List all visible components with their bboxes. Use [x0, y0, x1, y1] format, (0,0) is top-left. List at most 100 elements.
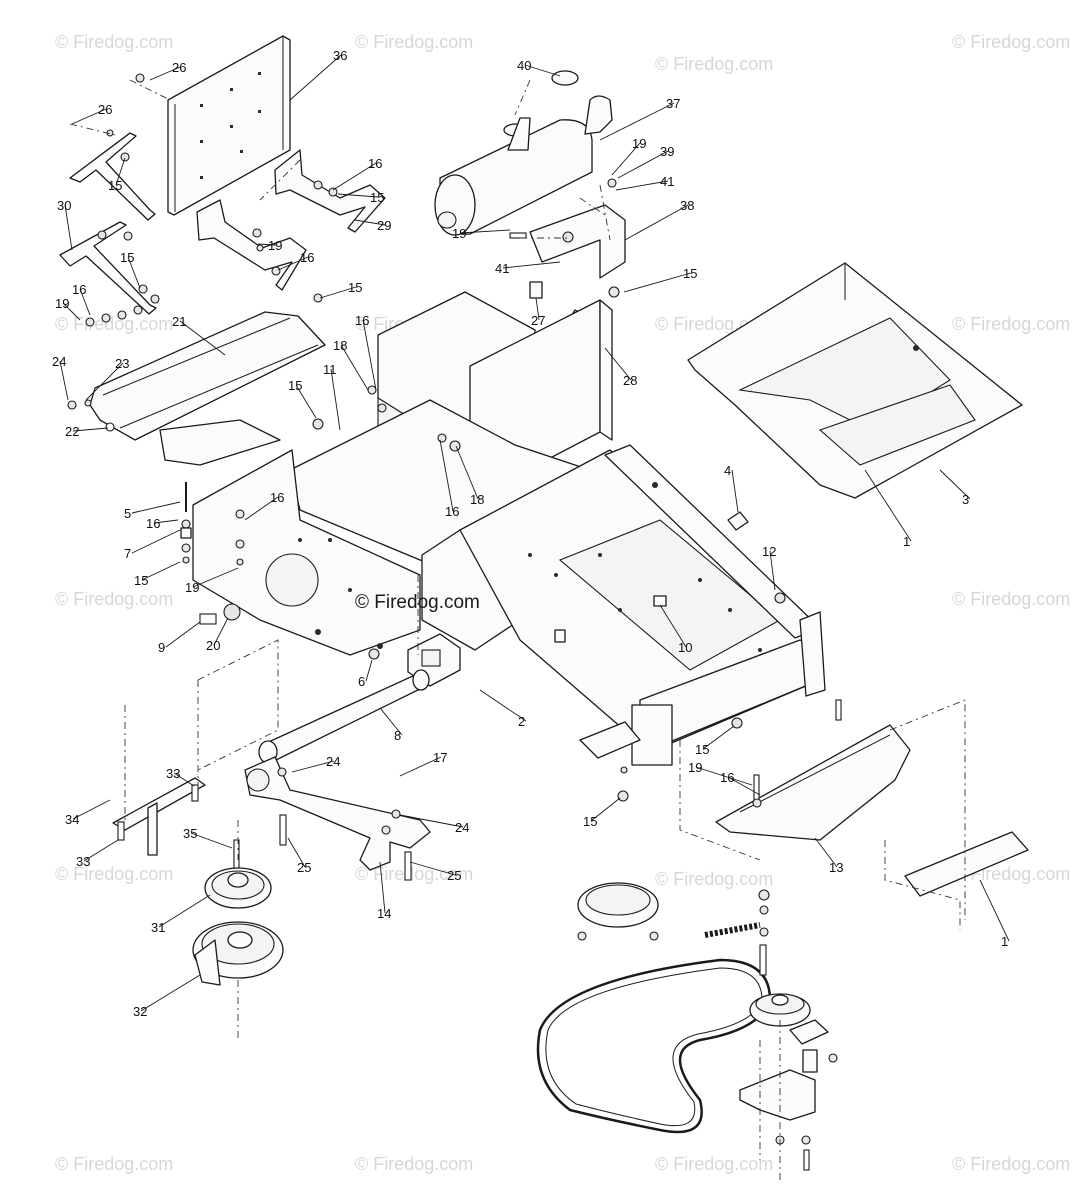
watermark-text: © Firedog.com — [655, 1154, 773, 1174]
leader-line — [590, 797, 621, 822]
leader-line — [979, 879, 1010, 942]
leader-line — [502, 261, 561, 269]
leader-line — [79, 288, 91, 316]
leader-line — [190, 832, 233, 849]
leader-line — [524, 64, 561, 77]
callout-label-c7: 7 — [124, 546, 131, 561]
panel-21 — [67, 311, 326, 441]
watermark-text: © Firedog.com — [952, 589, 1070, 609]
leader-line — [604, 347, 632, 381]
watermark-text: © Firedog.com — [55, 589, 173, 609]
leader-line — [277, 256, 309, 271]
callout-label-c41b: 41 — [495, 261, 509, 276]
callout-label-c37: 37 — [666, 96, 680, 111]
leader-line — [409, 861, 456, 876]
callout-label-c15c: 15 — [120, 250, 134, 265]
tensioner-assembly — [704, 889, 838, 1171]
callout-label-c13: 13 — [829, 860, 843, 875]
leader-line — [295, 384, 317, 419]
callout-label-c21: 21 — [172, 314, 186, 329]
callout-label-c16h: 16 — [720, 770, 734, 785]
callout-label-c4: 4 — [724, 463, 731, 478]
callout-label-c26b: 26 — [98, 102, 112, 117]
callout-label-c40: 40 — [517, 58, 531, 73]
leader-line — [864, 469, 912, 542]
leader-line — [289, 54, 342, 101]
leader-line — [695, 766, 753, 786]
leader-line — [72, 799, 111, 820]
callout-label-c16e: 16 — [445, 504, 459, 519]
callout-label-c19d: 19 — [452, 226, 466, 241]
callout-label-c33b: 33 — [76, 854, 90, 869]
callout-label-c9: 9 — [158, 640, 165, 655]
callout-label-c25b: 25 — [447, 868, 461, 883]
watermark-text: © Firedog.com — [355, 1154, 473, 1174]
callout-label-c19a: 19 — [268, 238, 282, 253]
callout-label-c15h: 15 — [695, 742, 709, 757]
watermark-text: © Firedog.com — [655, 869, 773, 889]
leader-line — [399, 756, 442, 777]
callout-label-c15f: 15 — [288, 378, 302, 393]
leader-line — [379, 861, 386, 914]
callout-label-c25a: 25 — [297, 860, 311, 875]
callout-label-c35: 35 — [183, 826, 197, 841]
callout-label-c24b: 24 — [326, 754, 340, 769]
callout-label-c18a: 18 — [333, 338, 347, 353]
callout-label-c6: 6 — [358, 674, 365, 689]
bracket-13 — [715, 699, 911, 841]
leader-line — [362, 319, 377, 391]
leader-line — [365, 659, 373, 682]
leader-line — [659, 604, 687, 648]
leader-line — [149, 66, 181, 81]
idler-pulley — [577, 882, 659, 941]
callout-label-c19f: 19 — [688, 760, 702, 775]
callout-label-c16d: 16 — [355, 313, 369, 328]
leader-line — [702, 725, 735, 750]
callout-label-c26a: 26 — [172, 60, 186, 75]
leader-line — [459, 229, 511, 234]
hardware-top-left — [85, 73, 338, 327]
leader-line — [727, 776, 761, 796]
callout-label-c34: 34 — [65, 812, 79, 827]
leader-line — [769, 550, 776, 591]
leader-line — [623, 272, 692, 293]
watermark-text: © Firedog.com — [655, 54, 773, 74]
leader-line — [179, 320, 226, 356]
callout-label-c11: 11 — [323, 362, 337, 377]
callout-label-c15b: 15 — [370, 190, 384, 205]
leader-line — [158, 894, 211, 928]
leader-line — [617, 150, 669, 179]
shield-plate-36 — [167, 35, 291, 216]
leader-line — [131, 529, 181, 554]
callout-label-c16a: 16 — [368, 156, 382, 171]
callout-label-c28: 28 — [623, 373, 637, 388]
watermark-text: © Firedog.com — [952, 32, 1070, 52]
leader-line — [354, 219, 386, 226]
callout-label-c17: 17 — [433, 750, 447, 765]
leader-line — [153, 519, 179, 524]
leader-line — [192, 567, 239, 588]
callout-label-c31: 31 — [151, 920, 165, 935]
plate-1-lower — [904, 831, 1029, 897]
watermark-text: © Firedog.com — [355, 864, 473, 884]
belt — [536, 958, 772, 1134]
leader-line — [939, 469, 971, 500]
callout-label-c16b: 16 — [300, 250, 314, 265]
bracket-15-upper — [69, 132, 156, 221]
leader-line — [140, 974, 201, 1012]
pulley-31 — [204, 839, 272, 909]
leader-line — [71, 108, 107, 125]
callout-label-c19c: 19 — [632, 136, 646, 151]
leader-line — [64, 204, 73, 251]
leader-line — [615, 180, 669, 191]
leader-line — [624, 204, 689, 241]
leader-line — [72, 427, 109, 432]
leader-line — [257, 243, 277, 246]
center-watermark: © Firedog.com — [355, 592, 480, 613]
callout-label-c23: 23 — [115, 356, 129, 371]
bracket-lower — [196, 199, 307, 291]
assembly-lines — [69, 79, 966, 1180]
watermark-text: © Firedog.com — [952, 1154, 1070, 1174]
leader-line — [340, 344, 369, 391]
